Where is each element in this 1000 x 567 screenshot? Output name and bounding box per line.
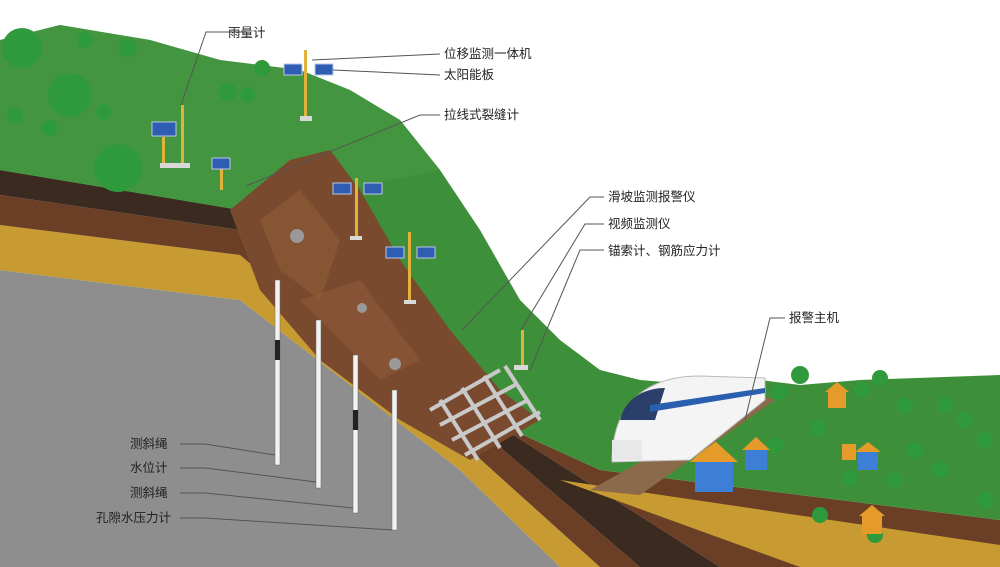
label-rain-gauge: 雨量计 [228, 25, 266, 40]
label-landslide-alarm: 滑坡监测报警仪 [608, 189, 696, 204]
label-alarm-host: 报警主机 [789, 310, 840, 325]
rock-icon [290, 229, 304, 243]
label-anchor-rebar-meter: 锚索计、钢筋应力计 [608, 243, 721, 258]
soil-layer-upper [0, 170, 720, 567]
leader-lines [180, 31, 785, 531]
anchor-grid [429, 364, 542, 462]
label-displacement-monitor: 位移监测一体机 [444, 46, 532, 61]
label-inclinometer-2: 测斜绳 [130, 485, 168, 500]
sensor-pole-icon [160, 50, 528, 370]
sand-layer [0, 225, 600, 567]
train-icon [611, 375, 766, 463]
label-water-level-meter: 水位计 [130, 460, 168, 475]
label-pore-pressure-meter: 孔隙水压力计 [96, 510, 172, 525]
rock-icon [357, 303, 367, 313]
tree-icon [2, 28, 993, 543]
label-inclinometer-1: 测斜绳 [130, 436, 168, 451]
label-crack-meter: 拉线式裂缝计 [444, 107, 520, 122]
label-video-monitor: 视频监测仪 [608, 216, 671, 231]
rock-icon [389, 358, 401, 370]
solar-panel-icon [151, 63, 436, 259]
soil-layer-deep [0, 195, 640, 567]
house-icon [690, 382, 885, 534]
label-solar-panel: 太阳能板 [444, 67, 495, 82]
borehole-instruments [274, 279, 398, 531]
